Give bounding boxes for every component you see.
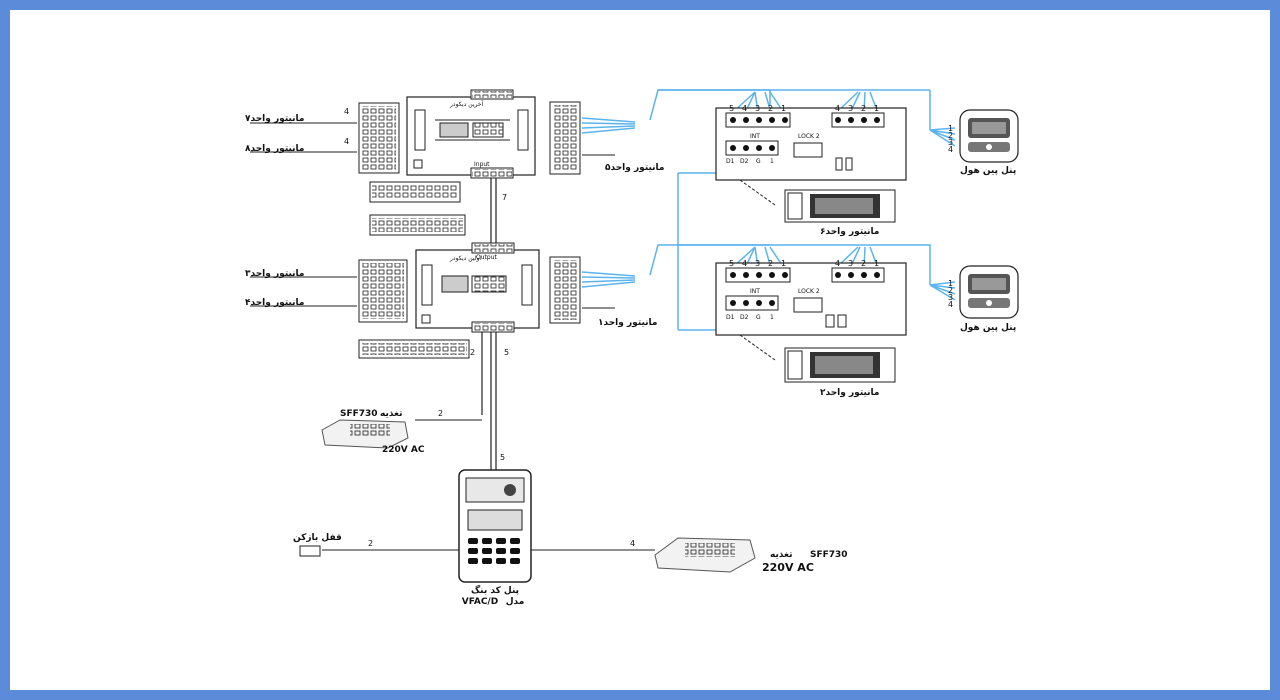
- hall-panel-top: [959, 109, 1019, 163]
- label-monitor-7: مانیتور واحد۷: [245, 114, 305, 124]
- svg-text:5: 5: [729, 259, 734, 268]
- terminal-numbers-top: 5 4 3 2 1 4 3 2 1 D1 D2 G 1: [726, 104, 879, 165]
- terminal-box-unit-2: INT LOCK 2: [715, 262, 907, 336]
- svg-text:D2: D2: [740, 314, 749, 321]
- svg-text:2: 2: [861, 259, 866, 268]
- psu-right-voltage: 220V AC: [762, 561, 814, 574]
- label-monitor-4: مانیتور واحد۴: [245, 298, 305, 308]
- lower-bus-b-count: 5: [504, 348, 509, 357]
- monitor-strip-mid-left: [358, 259, 470, 359]
- label-monitor-8: مانیتور واحد۸: [245, 144, 305, 154]
- psu-right-wire-count: 4: [630, 539, 635, 548]
- psu-left-wire-count: 2: [438, 409, 443, 418]
- svg-text:3: 3: [948, 138, 953, 147]
- psu-right: [654, 537, 756, 573]
- lock-icon: [299, 545, 321, 557]
- hall-panel-top-pins: 1 2 3 4: [948, 124, 953, 154]
- label-monitor-5: مانیتور واحد۵: [605, 163, 665, 173]
- svg-text:2: 2: [768, 259, 773, 268]
- psu-left: [321, 419, 409, 449]
- terminal-box-unit-6: INT LOCK 2: [715, 107, 907, 181]
- svg-text:1: 1: [770, 158, 774, 165]
- svg-text:2: 2: [948, 286, 953, 295]
- monitor-unit-6: [784, 189, 896, 223]
- wire-4-b: 4: [344, 137, 349, 146]
- svg-text:D2: D2: [740, 158, 749, 165]
- hall-panel-bottom-pins: 1 2 3 4: [948, 279, 953, 309]
- svg-text:1: 1: [948, 124, 953, 133]
- int-label-top: INT: [750, 133, 760, 140]
- svg-text:4: 4: [948, 300, 953, 309]
- mid-distributor-label: اولین دیکودر: [449, 255, 481, 262]
- svg-text:D1: D1: [726, 158, 735, 165]
- svg-text:5: 5: [729, 104, 734, 113]
- psu-right-title: تغذیه: [770, 550, 793, 560]
- svg-text:1: 1: [874, 104, 879, 113]
- label-hall-panel-top: پنل پین هول: [960, 166, 1016, 176]
- svg-text:3: 3: [848, 259, 853, 268]
- monitor-strip-mid-right: [549, 256, 581, 324]
- svg-text:2: 2: [948, 131, 953, 140]
- svg-text:4: 4: [742, 104, 747, 113]
- top-distributor-label: آخرین دیکودر: [449, 99, 483, 108]
- svg-text:4: 4: [835, 259, 840, 268]
- keypad-model: VFAC/D: [462, 597, 498, 607]
- keypad-title: پنل کد بنگ: [471, 584, 519, 596]
- terminal-numbers-bottom: 5 4 3 2 1 4 3 2 1 D1 D2 G 1: [726, 259, 879, 321]
- psu-left-model: SFF730: [340, 409, 378, 419]
- monitor-strip-top-right: [549, 101, 581, 175]
- intercom-wiring-diagram: آخرین دیکودر Input مانیتور واحد۷ مانیتور…: [245, 89, 1019, 607]
- svg-text:1: 1: [781, 259, 786, 268]
- psu-left-voltage: 220V AC: [382, 445, 425, 455]
- svg-text:G: G: [756, 158, 761, 165]
- label-monitor-2: مانیتور واحد۲: [820, 388, 880, 398]
- top-input-label: Input: [474, 161, 490, 168]
- svg-text:1: 1: [781, 104, 786, 113]
- svg-text:4: 4: [835, 104, 840, 113]
- svg-text:1: 1: [948, 279, 953, 288]
- int-label-bottom: INT: [750, 288, 760, 295]
- svg-text:2: 2: [768, 104, 773, 113]
- label-monitor-3: مانیتور واحد۳: [245, 269, 305, 279]
- label-monitor-6: مانیتور واحد۶: [820, 227, 880, 237]
- lock2-label-bottom: LOCK 2: [798, 288, 820, 295]
- top-bus-count: 7: [502, 193, 507, 202]
- svg-text:1: 1: [874, 259, 879, 268]
- diagram-frame: آخرین دیکودر Input مانیتور واحد۷ مانیتور…: [10, 10, 1270, 690]
- svg-text:3: 3: [755, 104, 760, 113]
- psu-left-title: تغذیه: [380, 409, 403, 419]
- svg-text:4: 4: [742, 259, 747, 268]
- lower-bus-a-count: 2: [470, 348, 475, 357]
- top-distributor: آخرین دیکودر Input: [406, 89, 536, 179]
- svg-text:3: 3: [848, 104, 853, 113]
- svg-text:D1: D1: [726, 314, 735, 321]
- psu-right-model: SFF730: [810, 550, 848, 560]
- mid-output-label: Output: [476, 254, 497, 261]
- label-hall-panel-bottom: پنل پین هول: [960, 323, 1016, 333]
- label-monitor-1: مانیتور واحد۱: [598, 318, 658, 328]
- svg-text:1: 1: [770, 314, 774, 321]
- hall-panel-bottom: [959, 265, 1019, 319]
- lock-wire-count: 2: [368, 539, 373, 548]
- lock-label: قفل بازکن: [293, 533, 342, 543]
- svg-text:3: 3: [755, 259, 760, 268]
- svg-text:G: G: [756, 314, 761, 321]
- riser-count: 5: [500, 453, 505, 462]
- mid-distributor: Output اولین دیکودر: [415, 242, 540, 333]
- svg-text:4: 4: [948, 145, 953, 154]
- monitor-strip-top-left: [358, 102, 466, 236]
- keypad-model-word: مدل: [506, 597, 525, 607]
- lock2-label-top: LOCK 2: [798, 133, 820, 140]
- svg-text:3: 3: [948, 293, 953, 302]
- wire-4-a: 4: [344, 107, 349, 116]
- keypad-panel: [458, 469, 532, 583]
- monitor-unit-2: [784, 347, 896, 383]
- svg-text:2: 2: [861, 104, 866, 113]
